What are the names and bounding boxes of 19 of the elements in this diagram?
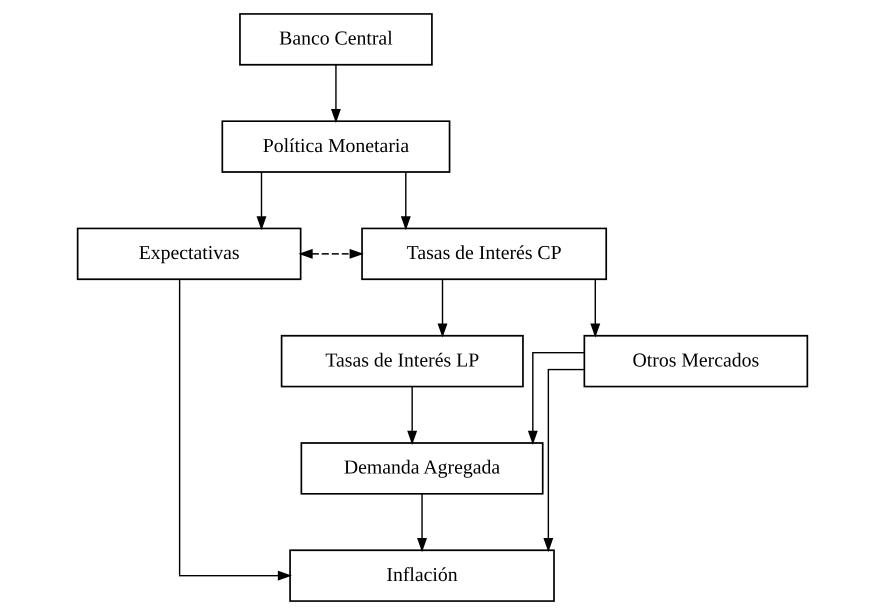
node-box: Banco Central xyxy=(238,13,432,66)
arrow xyxy=(298,248,364,259)
arrow xyxy=(256,172,266,230)
arrow xyxy=(527,352,584,445)
node-box: Expectativas xyxy=(76,228,301,280)
arrow xyxy=(590,279,600,338)
arrow xyxy=(400,172,410,230)
node-box: Demanda Agregada xyxy=(300,442,544,495)
arrow xyxy=(178,280,292,581)
node-box: Tasas de Interés CP xyxy=(360,228,607,280)
arrow xyxy=(406,386,417,445)
arrow xyxy=(542,368,584,552)
node-box: Inflación xyxy=(288,549,554,602)
node-box: Tasas de Interés LP xyxy=(280,334,524,388)
arrow xyxy=(416,494,426,552)
arrow xyxy=(437,279,447,338)
node-box: Otros Mercados xyxy=(583,334,808,388)
node-box: Política Monetaria xyxy=(220,120,450,173)
arrow xyxy=(330,64,340,124)
